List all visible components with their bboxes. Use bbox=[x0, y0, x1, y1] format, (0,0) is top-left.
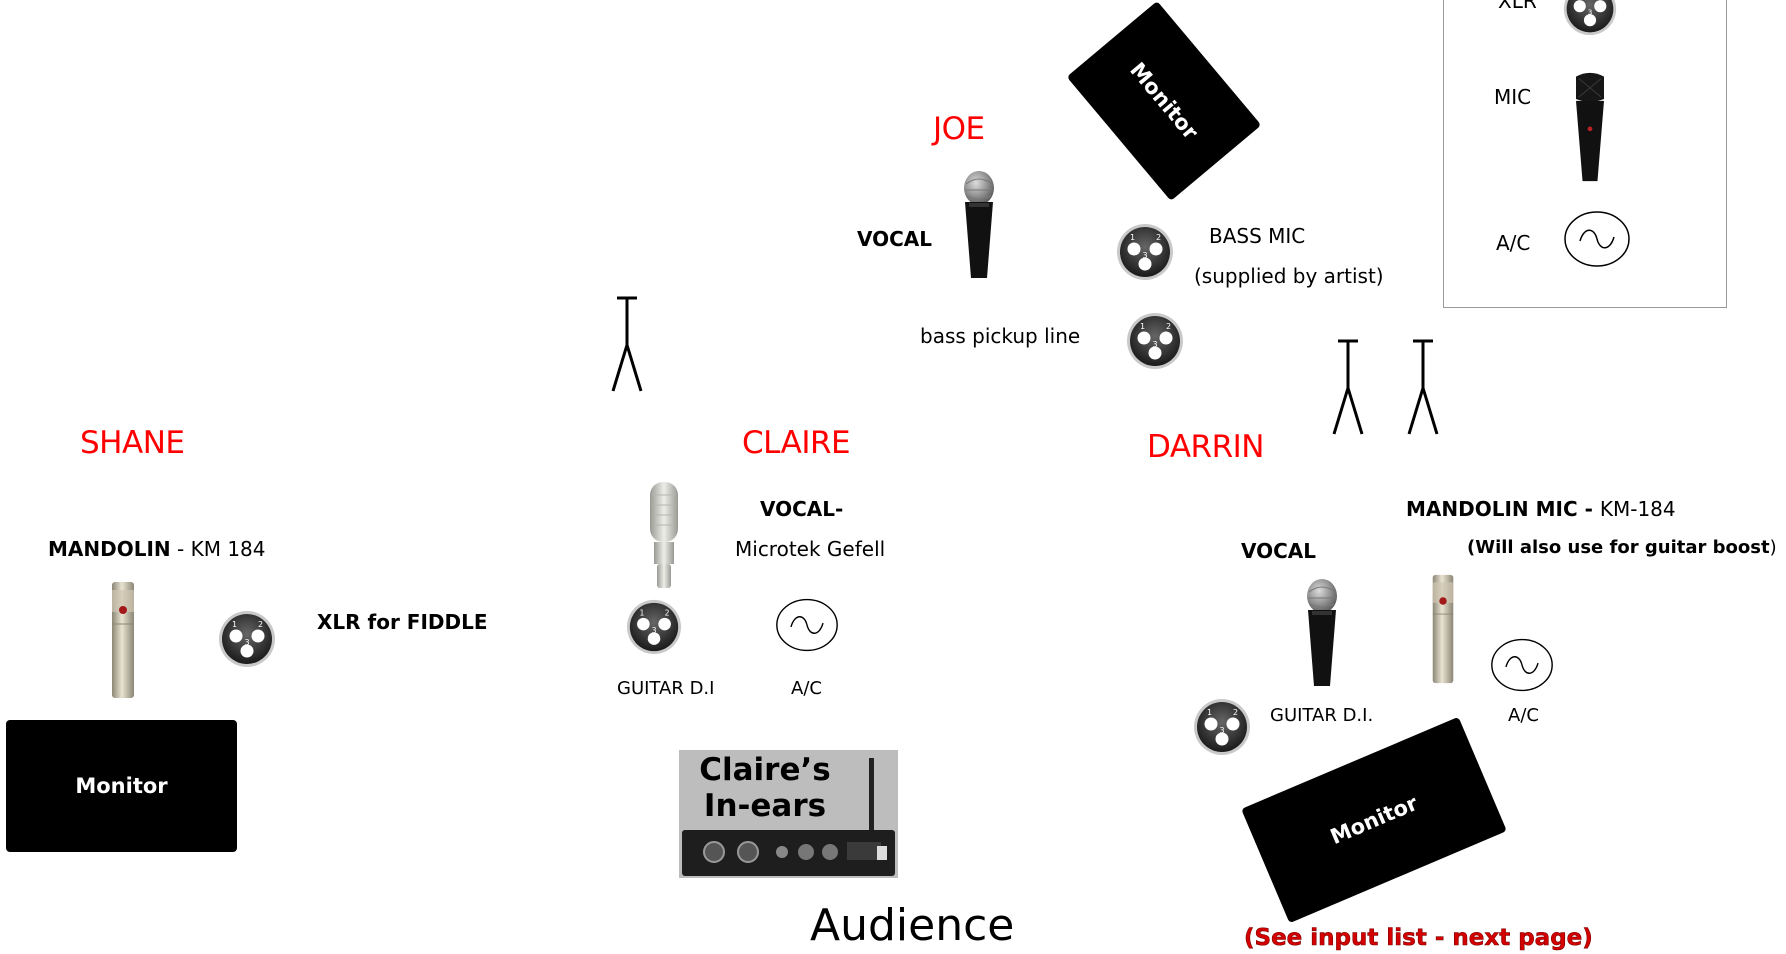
shane-mandolin-label: MANDOLIN - KM 184 bbox=[48, 537, 266, 561]
receiver-unit bbox=[682, 830, 895, 876]
darrin-vocal-label: VOCAL bbox=[1241, 539, 1317, 563]
dynamic-mic-icon bbox=[959, 169, 999, 281]
shane-xlr-fiddle-label: XLR for FIDDLE bbox=[317, 610, 488, 634]
legend-box: XLR MIC A/C bbox=[1443, 0, 1727, 308]
shane-monitor: Monitor bbox=[6, 720, 237, 852]
darrin-mandolin-label: MANDOLIN MIC - KM-184 bbox=[1406, 497, 1676, 521]
dynamic-mic-icon bbox=[1302, 577, 1342, 689]
performer-name-claire: CLAIRE bbox=[742, 425, 851, 461]
audience-label: Audience bbox=[810, 900, 1015, 951]
claire-ac-label: A/C bbox=[791, 678, 822, 699]
xlr-icon bbox=[1192, 697, 1252, 757]
claire-vocal-label: VOCAL- bbox=[760, 497, 844, 521]
darrin-mandolin-note-text: (Will also use for guitar boost bbox=[1467, 537, 1770, 558]
mic-stand-icon bbox=[1403, 338, 1443, 438]
performer-name-darrin: DARRIN bbox=[1147, 429, 1264, 465]
joe-monitor: Monitor bbox=[1066, 1, 1262, 201]
legend-ac-label: A/C bbox=[1496, 231, 1531, 255]
joe-bass-pickup-label: bass pickup line bbox=[920, 324, 1081, 348]
xlr-icon bbox=[217, 609, 277, 669]
xlr-icon bbox=[1125, 311, 1185, 371]
condenser-pencil-mic-icon bbox=[1429, 570, 1457, 688]
claire-vocal-mic-label: Microtek Gefell bbox=[735, 537, 886, 561]
darrin-monitor-label: Monitor bbox=[1326, 790, 1422, 850]
ac-outlet-icon bbox=[1562, 209, 1632, 269]
darrin-ac-label: A/C bbox=[1508, 705, 1539, 726]
dynamic-mic-icon bbox=[1569, 71, 1611, 183]
see-input-list-note: (See input list - next page) bbox=[1244, 925, 1593, 952]
xlr-icon bbox=[625, 598, 683, 656]
condenser-pencil-mic-icon bbox=[108, 580, 138, 700]
inears-line1: Claire’s bbox=[699, 752, 831, 788]
shane-mandolin-model: - KM 184 bbox=[170, 537, 266, 561]
joe-monitor-label: Monitor bbox=[1125, 57, 1203, 145]
performer-name-shane: SHANE bbox=[80, 425, 185, 461]
shane-monitor-label: Monitor bbox=[75, 774, 168, 798]
large-condenser-mic-icon bbox=[644, 480, 684, 590]
ac-outlet-icon bbox=[774, 596, 840, 654]
joe-vocal-label: VOCAL bbox=[857, 227, 933, 251]
darrin-mandolin-model: KM-184 bbox=[1599, 497, 1676, 521]
xlr-icon bbox=[1562, 0, 1618, 37]
legend-xlr-label: XLR bbox=[1498, 0, 1537, 13]
in-ear-receiver-icon: Claire’s In-ears bbox=[679, 750, 898, 878]
joe-bass-mic-note: (supplied by artist) bbox=[1194, 264, 1384, 288]
darrin-monitor: Monitor bbox=[1241, 716, 1507, 924]
performer-name-joe: JOE bbox=[933, 111, 985, 147]
joe-bass-mic-label: BASS MIC bbox=[1209, 224, 1306, 248]
legend-mic-label: MIC bbox=[1494, 85, 1532, 109]
claire-guitar-di-label: GUITAR D.I bbox=[617, 678, 715, 699]
darrin-mandolin-bold: MANDOLIN MIC - bbox=[1406, 497, 1600, 521]
inears-line2: In-ears bbox=[703, 788, 827, 824]
ac-outlet-icon bbox=[1489, 636, 1555, 694]
mic-stand-icon bbox=[1328, 338, 1368, 438]
shane-mandolin-bold: MANDOLIN bbox=[48, 537, 171, 561]
xlr-icon bbox=[1115, 222, 1175, 282]
darrin-mandolin-note: (Will also use for guitar boost) bbox=[1467, 537, 1777, 558]
receiver-antenna bbox=[869, 758, 874, 830]
darrin-guitar-di-label: GUITAR D.I. bbox=[1270, 705, 1374, 726]
darrin-mandolin-note-close: ) bbox=[1769, 537, 1777, 558]
mic-stand-icon bbox=[607, 295, 647, 395]
inears-label: Claire’s In-ears bbox=[679, 752, 851, 824]
